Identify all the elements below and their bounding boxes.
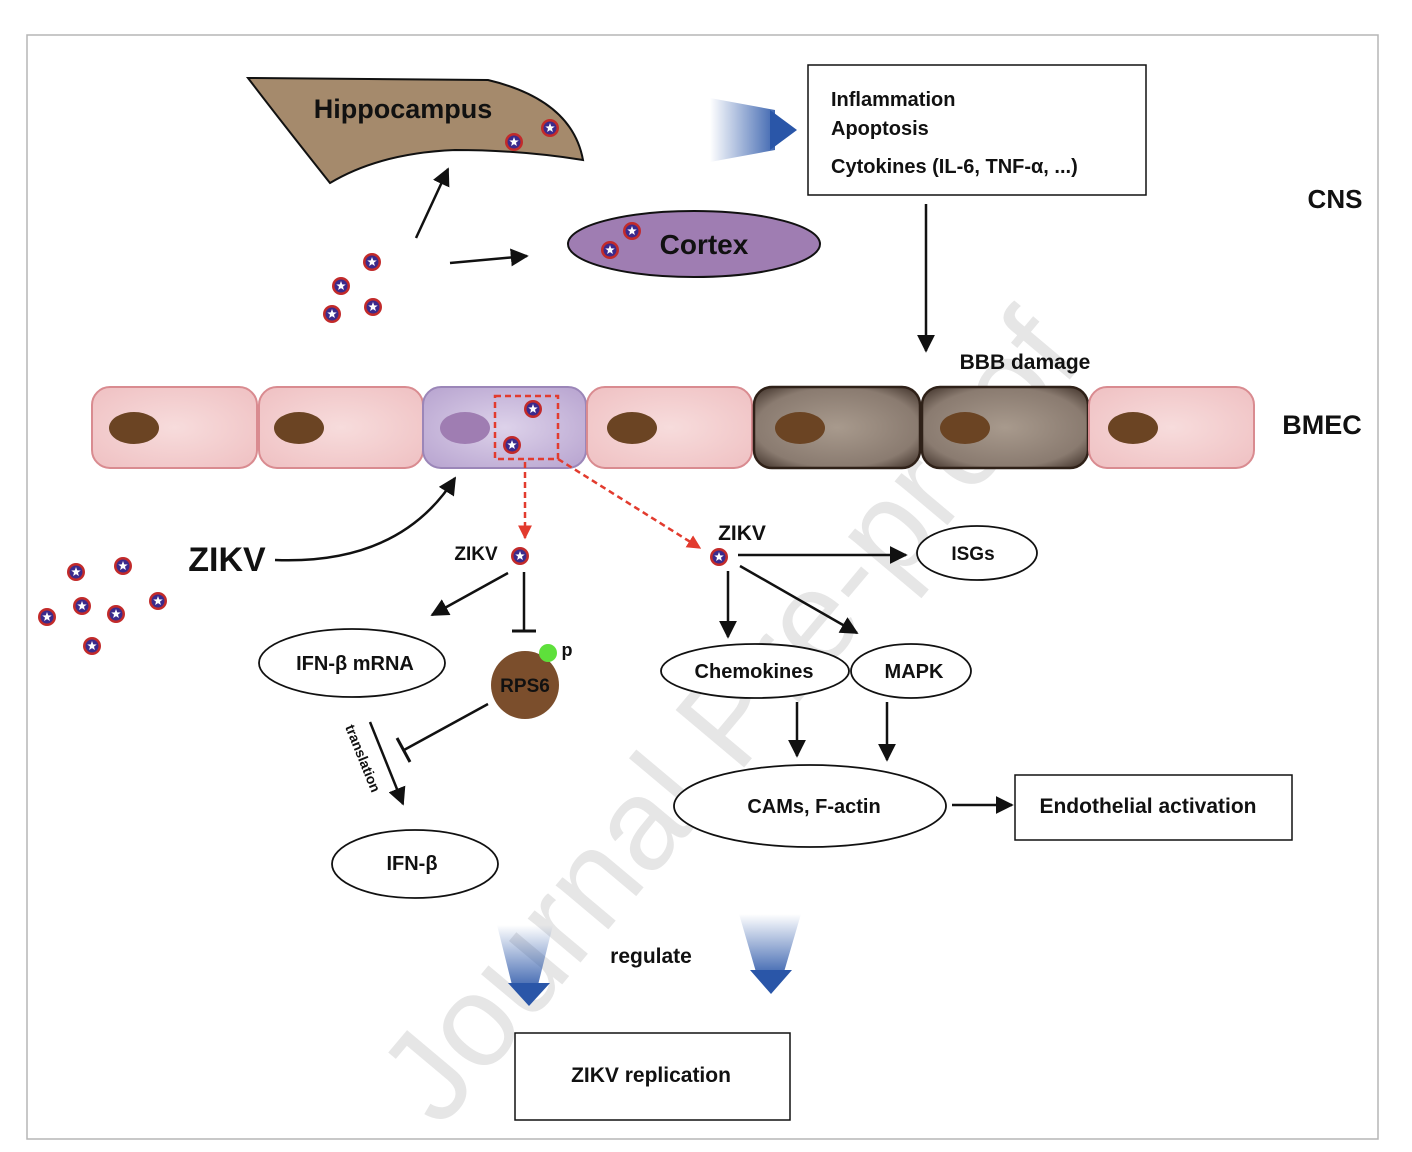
virus-particle-icon — [601, 241, 619, 259]
virus-particle-icon — [623, 222, 641, 240]
virus-particles — [38, 119, 728, 655]
cell-nucleus — [274, 412, 324, 444]
virus-particle-icon — [503, 436, 521, 454]
endothelial-cell — [1088, 386, 1255, 469]
cams-node — [673, 764, 947, 848]
virus-particle-icon — [38, 608, 56, 626]
rps6-label: RPS6 — [500, 676, 550, 697]
chemokines-label: Chemokines — [695, 661, 814, 683]
damaged-endothelial-cell — [752, 385, 922, 470]
gradient-arrow-head-icon — [770, 110, 797, 150]
virus-particle-icon — [83, 637, 101, 655]
gradient-arrow-right-body — [739, 914, 801, 972]
phospho-dot — [539, 644, 557, 662]
virus-particle-icon — [710, 548, 728, 566]
cell-nucleus — [607, 412, 657, 444]
ifn-beta-node — [331, 829, 499, 899]
infected-cell-nucleus — [440, 412, 490, 444]
virus-particle-icon — [107, 605, 125, 623]
ifn-mrna-label: IFN-β mRNA — [296, 653, 414, 675]
cell-nucleus — [775, 412, 825, 444]
isgs-label: ISGs — [951, 544, 994, 565]
gradient-arrow-right-head-icon — [750, 970, 792, 994]
ifn-beta-label: IFN-β — [386, 853, 437, 875]
cell-nucleus — [1108, 412, 1158, 444]
cns-label: CNS — [1308, 184, 1363, 214]
ifn-mrna-node — [258, 628, 446, 698]
zoom-box — [493, 394, 560, 461]
arrow-to-ifn-mrna — [430, 571, 509, 617]
cell-nucleus — [109, 412, 159, 444]
endothelial-cell — [586, 386, 753, 469]
hippocampus-label: Hippocampus — [314, 94, 493, 124]
virus-particle-icon — [363, 253, 381, 271]
inhibit-translation-bar-icon — [395, 737, 412, 763]
endothelial-cell — [91, 386, 258, 469]
virus-particle-icon — [364, 298, 382, 316]
isgs-node — [916, 525, 1038, 581]
virus-particle-icon — [114, 557, 132, 575]
virus-particle-icon — [541, 119, 559, 137]
arrow-to-hippocampus — [414, 167, 450, 239]
arrow-to-mapk — [739, 564, 859, 635]
cns-effects-box — [807, 64, 1147, 196]
virus-particle-icon — [511, 547, 529, 565]
regulate-label: regulate — [610, 945, 692, 968]
gradient-arrow-body — [710, 98, 775, 162]
zikv-entry-arrow — [274, 476, 457, 562]
zikv-replication-box — [514, 1032, 791, 1121]
cortex-label: Cortex — [660, 229, 749, 260]
bmec-layer — [91, 385, 1255, 470]
cams-label: CAMs, F-actin — [747, 796, 880, 818]
virus-particle-icon — [67, 563, 85, 581]
virus-particle-icon — [332, 277, 350, 295]
zikv-replication-label: ZIKV replication — [571, 1064, 731, 1087]
endothelial-activation-box — [1014, 774, 1293, 841]
hippocampus-shape — [245, 76, 585, 185]
zikv-right-label: ZIKV — [718, 522, 766, 545]
phospho-label: p — [562, 640, 573, 660]
cell-nucleus — [940, 412, 990, 444]
chemokines-node — [660, 643, 850, 699]
virus-particle-icon — [73, 597, 91, 615]
cns-effect-inflammation: Inflammation — [831, 89, 955, 111]
virus-particle-icon — [505, 133, 523, 151]
zikv-left-label: ZIKV — [454, 544, 498, 565]
mapk-node — [850, 643, 972, 699]
endothelial-activation-label: Endothelial activation — [1039, 795, 1256, 818]
virus-particle-icon — [524, 400, 542, 418]
zoom-arrow-right — [557, 457, 702, 550]
zikv-large-label: ZIKV — [188, 541, 266, 579]
figure-frame — [26, 34, 1379, 1140]
cns-effect-cytokines: Cytokines (IL-6, TNF-α, ...) — [831, 156, 1078, 178]
translation-arrow — [368, 721, 406, 806]
bmec-label: BMEC — [1282, 410, 1362, 440]
inhibit-translation-line — [403, 702, 489, 752]
gradient-arrow-left-body — [497, 925, 553, 985]
virus-particle-icon — [323, 305, 341, 323]
cns-effect-apoptosis: Apoptosis — [831, 118, 929, 140]
rps6-node — [491, 651, 559, 719]
mapk-label: MAPK — [885, 661, 944, 683]
arrow-to-cortex — [449, 248, 529, 267]
virus-particle-icon — [149, 592, 167, 610]
gradient-arrow-left-head-icon — [508, 983, 550, 1006]
bbb-damage-label: BBB damage — [960, 351, 1091, 374]
